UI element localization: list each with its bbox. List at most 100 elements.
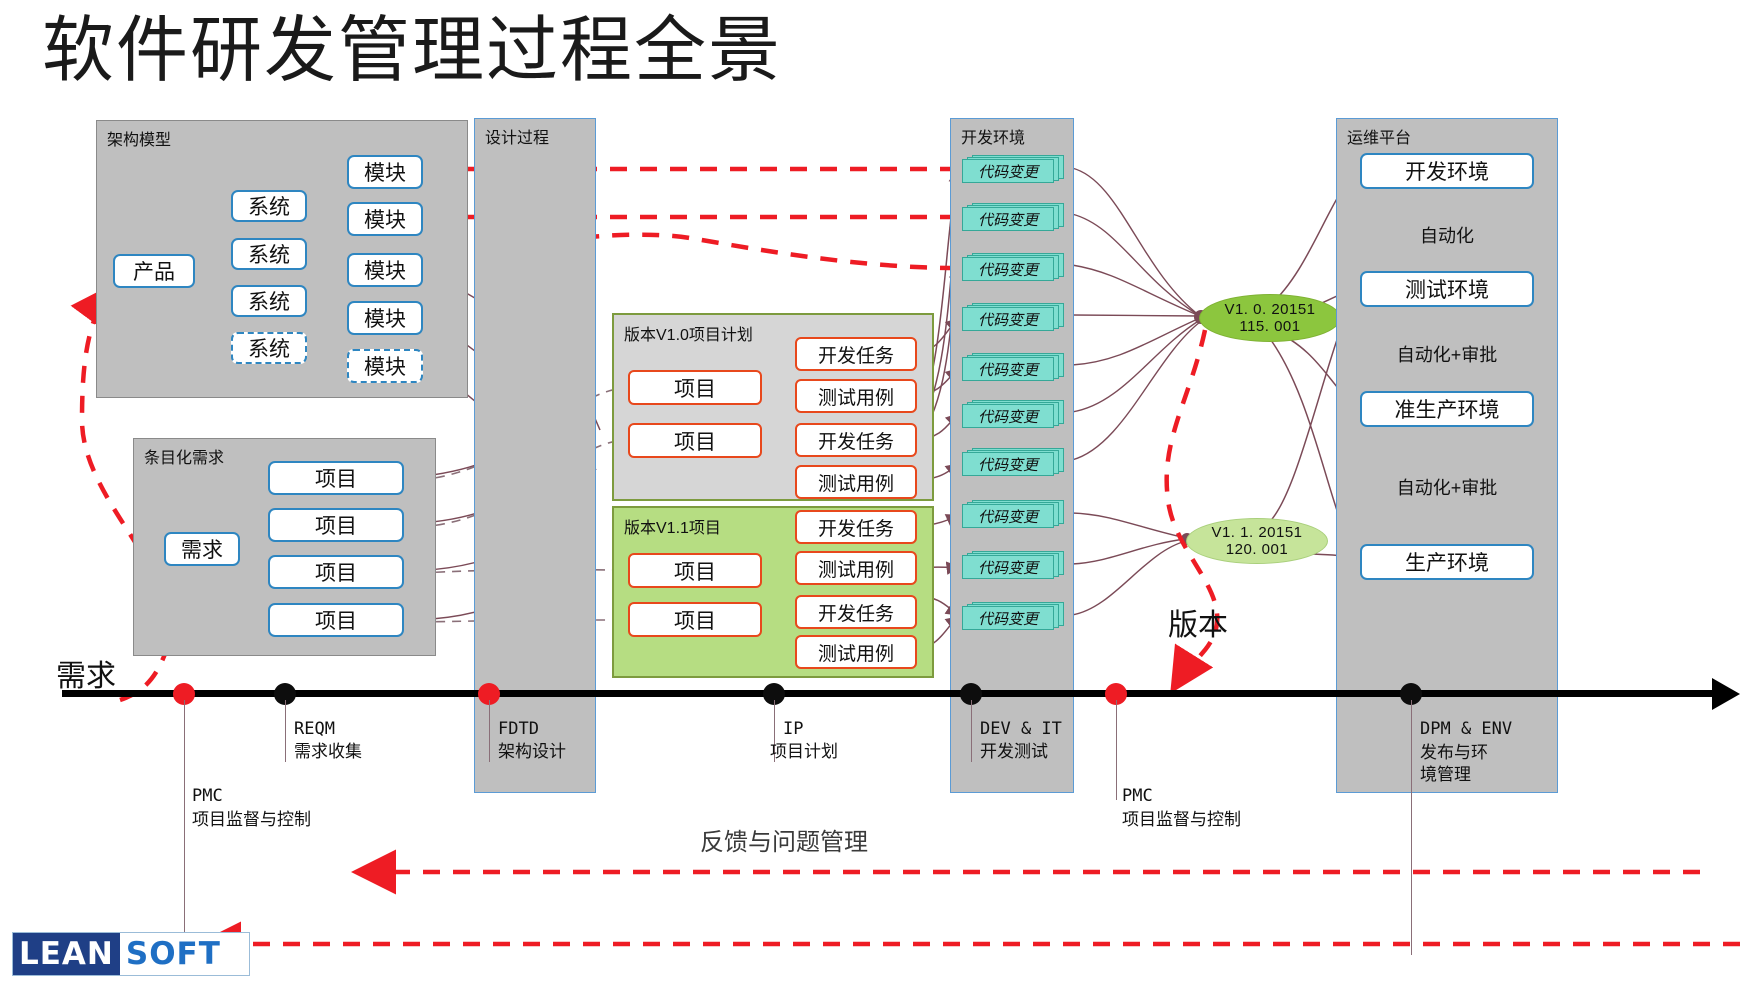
- code-change-card-10[interactable]: 代码变更: [962, 602, 1064, 630]
- plan-v11-task-2[interactable]: 测试用例: [795, 551, 917, 585]
- timeline-lead-7: [1411, 700, 1412, 955]
- code-change-label: 代码变更: [962, 159, 1054, 183]
- plan-v11-task-3[interactable]: 开发任务: [795, 595, 917, 629]
- code-change-card-1[interactable]: 代码变更: [962, 155, 1064, 183]
- version-ellipse-v10[interactable]: V1. 0. 20151 115. 001: [1199, 294, 1341, 342]
- requirements-item-4[interactable]: 项目: [268, 603, 404, 637]
- timeline-label-ip-name: 项目计划: [770, 742, 838, 762]
- timeline-pmc-right-code: PMC: [1122, 786, 1153, 806]
- arch-module-node-1[interactable]: 模块: [347, 155, 423, 189]
- timeline-lead-3: [489, 700, 490, 762]
- version-v11-line2: 120. 001: [1225, 541, 1289, 558]
- code-change-card-9[interactable]: 代码变更: [962, 551, 1064, 579]
- code-change-card-3[interactable]: 代码变更: [962, 253, 1064, 281]
- timeline-dot-4[interactable]: [763, 683, 785, 705]
- timeline-pmc-right-name: 项目监督与控制: [1122, 810, 1241, 830]
- code-change-label: 代码变更: [962, 504, 1054, 528]
- timeline-lead-2: [285, 700, 286, 762]
- ops-transition-1: 自动化: [1420, 226, 1474, 246]
- code-change-card-6[interactable]: 代码变更: [962, 400, 1064, 428]
- code-change-card-7[interactable]: 代码变更: [962, 448, 1064, 476]
- plan-v11-task-4[interactable]: 测试用例: [795, 635, 917, 669]
- arch-module-node-5[interactable]: 模块: [347, 349, 423, 383]
- timeline-label-devit-code: DEV & IT: [980, 719, 1062, 739]
- code-change-label: 代码变更: [962, 555, 1054, 579]
- plan-v10-project-1[interactable]: 项目: [628, 370, 762, 405]
- version-ellipse-v11[interactable]: V1. 1. 20151 120. 001: [1186, 518, 1328, 564]
- timeline-dot-3[interactable]: [478, 683, 500, 705]
- plan-v10-task-2[interactable]: 测试用例: [795, 379, 917, 413]
- code-change-label: 代码变更: [962, 357, 1054, 381]
- arch-system-node-4[interactable]: 系统: [231, 332, 307, 364]
- ops-stage-preprod[interactable]: 准生产环境: [1360, 391, 1534, 427]
- requirements-item-2[interactable]: 项目: [268, 508, 404, 542]
- page-title: 软件研发管理过程全景: [42, 8, 783, 92]
- timeline-dot-2[interactable]: [274, 683, 296, 705]
- timeline-dot-1[interactable]: [173, 683, 195, 705]
- timeline-arrow-head: [1712, 678, 1740, 710]
- code-change-label: 代码变更: [962, 606, 1054, 630]
- timeline-pmc-left-code: PMC: [192, 786, 223, 806]
- code-change-label: 代码变更: [962, 307, 1054, 331]
- timeline-pmc-left-name: 项目监督与控制: [192, 810, 311, 830]
- arch-module-node-2[interactable]: 模块: [347, 202, 423, 236]
- plan-v10-task-3[interactable]: 开发任务: [795, 423, 917, 457]
- requirement-flow-label: 需求: [56, 660, 116, 693]
- timeline-label-dpmenv-code: DPM & ENV: [1420, 719, 1513, 739]
- logo-lean-text: LEAN: [13, 933, 120, 975]
- plan-v10-project-2[interactable]: 项目: [628, 423, 762, 458]
- requirements-item-1[interactable]: 项目: [268, 461, 404, 495]
- code-change-card-5[interactable]: 代码变更: [962, 353, 1064, 381]
- version-v10-line1: V1. 0. 20151: [1224, 300, 1316, 318]
- arch-product-node[interactable]: 产品: [113, 254, 195, 288]
- arch-system-node-2[interactable]: 系统: [231, 238, 307, 270]
- ops-platform-panel: 运维平台: [1336, 118, 1558, 793]
- architecture-panel-title: 架构模型: [107, 132, 172, 149]
- timeline-label-dpmenv-name: 发布与环 境管理: [1420, 743, 1488, 786]
- arch-module-node-4[interactable]: 模块: [347, 301, 423, 335]
- leansoft-logo[interactable]: LEAN SOFT: [12, 932, 250, 976]
- versions-caption: 版本: [1168, 609, 1228, 642]
- timeline-dot-5[interactable]: [960, 683, 982, 705]
- timeline-label-fdtd-code: FDTD: [498, 719, 539, 739]
- plan-v10-task-1[interactable]: 开发任务: [795, 337, 917, 371]
- feedback-flow-label: 反馈与问题管理: [700, 829, 868, 856]
- ops-stage-prod[interactable]: 生产环境: [1360, 544, 1534, 580]
- plan-v10-task-4[interactable]: 测试用例: [795, 465, 917, 499]
- timeline-label-reqm-code: REQM: [294, 719, 335, 739]
- ops-transition-3: 自动化+审批: [1396, 478, 1498, 498]
- arch-system-node-3[interactable]: 系统: [231, 285, 307, 317]
- ops-platform-panel-title: 运维平台: [1347, 130, 1412, 147]
- plan-group-v11-title: 版本V1.1项目: [624, 520, 721, 537]
- timeline-label-ip-code: IP: [783, 719, 804, 739]
- timeline-lead-1: [184, 700, 185, 940]
- timeline-label-fdtd-name: 架构设计: [498, 742, 566, 762]
- code-change-label: 代码变更: [962, 452, 1054, 476]
- ops-transition-2: 自动化+审批: [1396, 345, 1498, 365]
- plan-group-v10-title: 版本V1.0项目计划: [624, 327, 753, 344]
- timeline-label-devit-name: 开发测试: [980, 742, 1048, 762]
- code-change-card-2[interactable]: 代码变更: [962, 203, 1064, 231]
- requirements-panel-title: 条目化需求: [144, 450, 225, 467]
- ops-stage-dev[interactable]: 开发环境: [1360, 153, 1534, 189]
- code-change-card-4[interactable]: 代码变更: [962, 303, 1064, 331]
- timeline-dot-7[interactable]: [1400, 683, 1422, 705]
- timeline-axis: [62, 690, 1722, 697]
- version-v10-line2: 115. 001: [1239, 318, 1301, 335]
- design-process-panel-title: 设计过程: [485, 130, 550, 147]
- arch-system-node-1[interactable]: 系统: [231, 190, 307, 222]
- dev-environment-panel-title: 开发环境: [961, 130, 1026, 147]
- code-change-card-8[interactable]: 代码变更: [962, 500, 1064, 528]
- timeline-lead-5: [971, 700, 972, 762]
- plan-v11-project-2[interactable]: 项目: [628, 602, 762, 637]
- ops-stage-test[interactable]: 测试环境: [1360, 271, 1534, 307]
- timeline-dot-6[interactable]: [1105, 683, 1127, 705]
- arch-module-node-3[interactable]: 模块: [347, 253, 423, 287]
- timeline-lead-4: [774, 700, 775, 762]
- plan-v11-project-1[interactable]: 项目: [628, 553, 762, 588]
- plan-v11-task-1[interactable]: 开发任务: [795, 510, 917, 544]
- code-change-label: 代码变更: [962, 404, 1054, 428]
- version-v11-line1: V1. 1. 20151: [1211, 523, 1303, 541]
- requirements-item-3[interactable]: 项目: [268, 555, 404, 589]
- requirements-root-node[interactable]: 需求: [164, 532, 240, 566]
